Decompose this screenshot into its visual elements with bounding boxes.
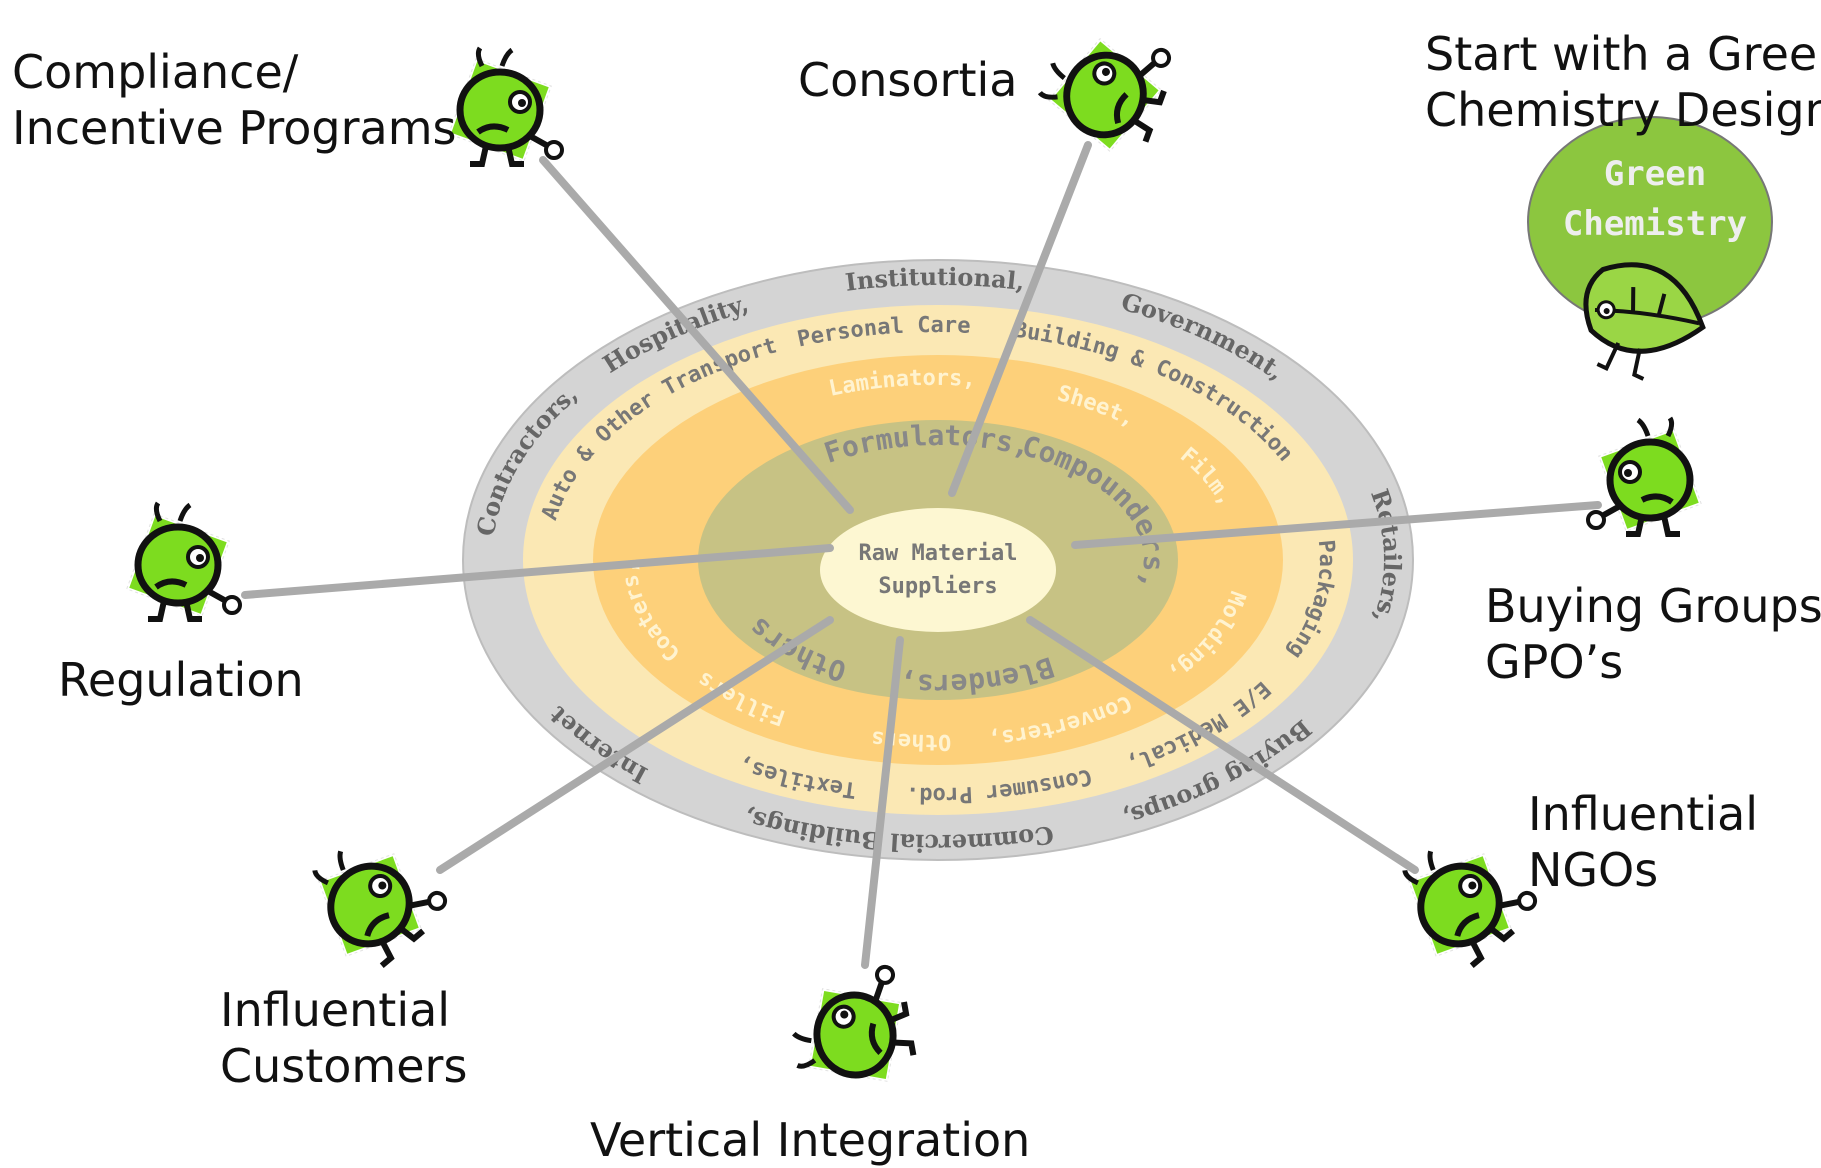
consortia-label: Consortia <box>798 52 1017 108</box>
ngos-line-1: Influential <box>1528 787 1759 841</box>
buying-groups-label: Buying Groups/ GPO’s <box>1485 578 1821 690</box>
consortia-figure-icon <box>1029 16 1177 162</box>
ngos-figure-icon <box>1381 818 1542 980</box>
spoke-consortia <box>948 141 1092 497</box>
spokes <box>241 141 1602 969</box>
heading-line-1: Start with a Green <box>1425 27 1821 81</box>
center-line-2: Suppliers <box>878 574 997 599</box>
leaf-character-icon <box>1583 262 1706 381</box>
buying-groups-figure-icon <box>1588 418 1701 534</box>
center-node <box>820 508 1056 632</box>
buying-groups-line-2: GPO’s <box>1485 635 1624 689</box>
center-line-1: Raw Material <box>859 541 1018 566</box>
ngos-line-2: NGOs <box>1528 843 1659 897</box>
spoke-customers <box>436 616 834 874</box>
spoke-compliance <box>539 156 854 514</box>
ngos-label: Influential NGOs <box>1528 786 1758 898</box>
heading-line-2: Chemistry Design <box>1425 83 1821 137</box>
compliance-line-1: Compliance/ <box>12 45 299 99</box>
regulation-figure-icon <box>127 503 240 619</box>
spoke-vertical <box>861 636 904 969</box>
spoke-ngos <box>1026 616 1419 874</box>
buying-groups-line-1: Buying Groups/ <box>1485 579 1821 633</box>
vertical-label: Vertical Integration <box>590 1112 1030 1168</box>
compliance-label: Compliance/ Incentive Programs <box>12 44 456 156</box>
green-chemistry-heading: Start with a Green Chemistry Design <box>1425 26 1821 138</box>
customers-line-2: Customers <box>220 1039 468 1093</box>
customers-label: Influential Customers <box>220 982 467 1094</box>
regulation-label: Regulation <box>58 652 304 708</box>
badge-line-2: Chemistry <box>1563 204 1747 244</box>
customers-line-1: Influential <box>220 983 451 1037</box>
compliance-line-2: Incentive Programs <box>12 101 457 155</box>
compliance-figure-icon <box>449 48 562 164</box>
customers-figure-icon <box>291 818 452 980</box>
vertical-figure-icon <box>783 965 917 1097</box>
spoke-buying-groups <box>1071 501 1602 549</box>
vertical-line-1: Vertical Integration <box>590 1113 1031 1167</box>
regulation-line-1: Regulation <box>58 653 304 707</box>
badge-line-1: Green <box>1604 154 1706 194</box>
spoke-regulation <box>241 544 834 599</box>
consortia-line-1: Consortia <box>798 53 1018 107</box>
